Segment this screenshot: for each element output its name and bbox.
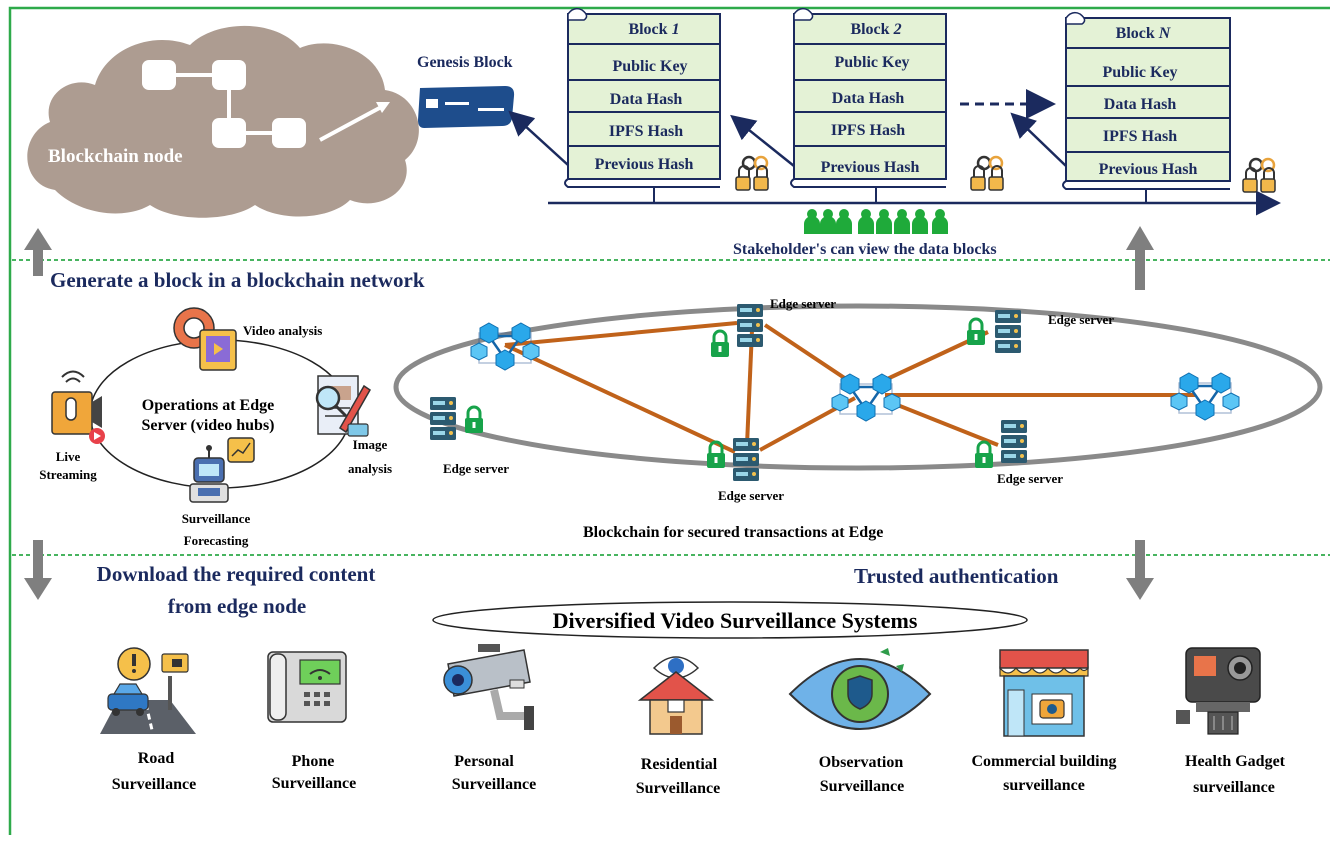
commercial-surveillance-label-line2: surveillance (1003, 777, 1085, 794)
block-1: Block 1 Public Key Data Hash IPFS Hash P… (564, 7, 721, 188)
download-caption-line1: Download the required content (97, 562, 376, 586)
blockchain-node-icon-2 (830, 372, 902, 423)
surveillance-title: Diversified Video Surveillance Systems (553, 608, 918, 633)
edge-lock-icon-4 (705, 440, 727, 470)
block-n-title: Block N (1116, 25, 1172, 42)
block-2-field-ipfs-hash: IPFS Hash (831, 122, 905, 139)
phone-surveillance-label-line1: Phone (292, 753, 335, 770)
genesis-block-label: Genesis Block (417, 54, 513, 71)
block-2-field-previous-hash: Previous Hash (821, 159, 920, 176)
edge-server-icon-2 (995, 310, 1021, 353)
block-1-field-ipfs-hash: IPFS Hash (609, 123, 683, 140)
chain-lock-icon-3 (1241, 157, 1277, 194)
residential-surveillance-label-line1: Residential (641, 756, 718, 773)
block-2-field-data-hash: Data Hash (832, 90, 905, 107)
forecast-label-line1: Surveillance (182, 511, 251, 526)
personal-surveillance-label-line2: Surveillance (452, 776, 536, 793)
observation-surveillance-label-line2: Surveillance (820, 778, 904, 795)
image-analysis-label-line2: analysis (348, 461, 392, 476)
edge-server-label-1: Edge server (770, 296, 836, 311)
stakeholders-icon (804, 209, 948, 234)
arrow-block2-to-block1 (730, 114, 795, 167)
commercial-surveillance-label-line1: Commercial building (971, 753, 1116, 770)
live-streaming-label-line2: Streaming (39, 467, 97, 482)
block-2: Block 2 Public Key Data Hash IPFS Hash P… (790, 7, 947, 188)
observation-surveillance-icon (788, 648, 932, 730)
block-n: Block N Public Key Data Hash IPFS Hash P… (1062, 11, 1231, 190)
residential-surveillance-label-line2: Surveillance (636, 780, 720, 797)
edge-ops-title-line2: Server (video hubs) (141, 417, 274, 434)
block-n-field-ipfs-hash: IPFS Hash (1103, 128, 1177, 145)
block-1-field-public-key: Public Key (612, 58, 687, 75)
edge-lock-icon-1 (709, 329, 731, 359)
arrow-blockn-to-block2 (1010, 112, 1067, 167)
observation-surveillance-label-line1: Observation (819, 754, 904, 771)
edge-server-icon-4 (733, 438, 759, 481)
edge-lock-icon-3 (463, 405, 485, 435)
edge-server-icon-5 (1001, 420, 1027, 463)
health-gadget-surveillance-label-line2: surveillance (1193, 779, 1275, 796)
down-arrow-left (24, 540, 52, 600)
health-gadget-surveillance-icon (1176, 647, 1261, 735)
block-n-field-public-key: Public Key (1102, 64, 1177, 81)
edge-ops-title-line1: Operations at Edge (142, 397, 274, 414)
commercial-surveillance-icon (999, 649, 1089, 737)
edge-server-icon-1 (737, 304, 763, 347)
chain-lock-icon-1 (734, 155, 770, 192)
block-2-title: Block 2 (850, 21, 901, 38)
personal-surveillance-icon (443, 644, 534, 730)
trusted-authentication-caption: Trusted authentication (854, 564, 1059, 588)
phone-surveillance-label-line2: Surveillance (272, 775, 356, 792)
edge-server-label-2: Edge server (1048, 312, 1114, 327)
forecast-label-line2: Forecasting (184, 533, 249, 548)
blockchain-node-icon-3 (1169, 371, 1241, 422)
stakeholder-caption: Stakeholder's can view the data blocks (733, 241, 997, 258)
edge-network-links (504, 321, 1195, 454)
road-surveillance-icon (100, 647, 196, 734)
up-arrow-right (1126, 226, 1154, 290)
residential-surveillance-icon (637, 656, 715, 735)
edge-server-icon-3 (430, 397, 456, 440)
edge-network-ring (393, 303, 1323, 471)
health-gadget-surveillance-label-line1: Health Gadget (1185, 753, 1286, 770)
surveillance-title-ellipse (432, 601, 1028, 639)
block-2-field-public-key: Public Key (834, 54, 909, 71)
phone-surveillance-icon (267, 651, 347, 723)
edge-server-label-5: Edge server (997, 471, 1063, 486)
download-caption-line2: from edge node (168, 594, 306, 618)
live-streaming-label-line1: Live (56, 449, 81, 464)
frame-border (8, 6, 1330, 835)
block-1-field-data-hash: Data Hash (610, 91, 683, 108)
edge-server-label-3: Edge server (443, 461, 509, 476)
block-n-field-data-hash: Data Hash (1104, 96, 1177, 113)
edge-lock-icon-5 (973, 440, 995, 470)
block-n-field-previous-hash: Previous Hash (1099, 161, 1198, 178)
chain-lock-icon-2 (969, 155, 1005, 192)
block-1-field-previous-hash: Previous Hash (595, 156, 694, 173)
road-surveillance-label-line1: Road (138, 750, 175, 767)
blockchain-node-label: Blockchain node (48, 146, 183, 167)
edge-network-caption: Blockchain for secured transactions at E… (583, 524, 883, 541)
down-arrow-right (1126, 540, 1154, 600)
road-surveillance-label-line2: Surveillance (112, 776, 196, 793)
video-analysis-icon (173, 307, 237, 371)
cloud-icon (27, 25, 419, 218)
edge-server-label-4: Edge server (718, 488, 784, 503)
block-1-title: Block 1 (628, 21, 679, 38)
genesis-card-icon (418, 86, 515, 128)
arrow-block1-to-genesis (508, 110, 569, 166)
image-analysis-icon (315, 375, 371, 437)
edge-lock-icon-2 (965, 317, 987, 347)
generate-block-caption: Generate a block in a blockchain network (50, 268, 425, 292)
video-analysis-label: Video analysis (243, 323, 322, 338)
image-analysis-label-line1: Image (353, 437, 388, 452)
up-arrow-left (24, 228, 52, 276)
live-streaming-icon (51, 370, 105, 444)
forecast-robot-icon (189, 437, 255, 503)
personal-surveillance-label-line1: Personal (454, 753, 514, 770)
